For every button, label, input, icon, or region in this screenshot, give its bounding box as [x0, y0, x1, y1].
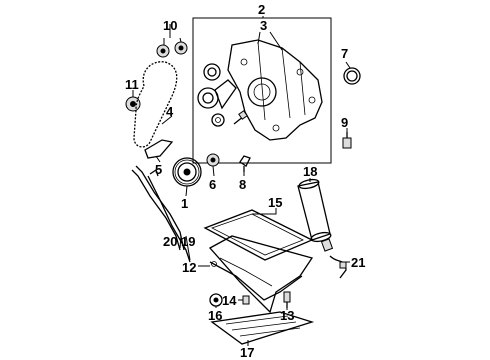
callout-2: 2	[258, 2, 265, 17]
dipstick	[147, 168, 191, 263]
stud	[242, 295, 250, 305]
crankshaft-pulley	[172, 157, 202, 187]
oil-pan	[208, 235, 314, 314]
callout-12: 12	[182, 260, 196, 275]
sensor	[239, 155, 251, 172]
belt-tensioner	[197, 79, 237, 127]
oil-pan-gasket	[203, 209, 314, 261]
callout-17: 17	[240, 345, 254, 360]
chain-guide	[144, 139, 174, 159]
callout-11: 11	[125, 77, 139, 92]
timing-chain	[133, 61, 178, 148]
callout-21: 21	[351, 255, 365, 270]
cover-bolt	[233, 110, 248, 125]
callout-7: 7	[341, 46, 348, 61]
callout-9: 9	[341, 115, 348, 130]
idler-pulley	[203, 63, 221, 81]
leader-lines	[132, 16, 351, 346]
front-seal	[206, 153, 220, 167]
callout-13: 13	[280, 308, 294, 323]
bolt	[342, 132, 352, 149]
callout-15: 15	[268, 195, 282, 210]
callout-10: 10	[163, 18, 177, 33]
rear-seal-ring	[343, 67, 361, 85]
camshaft-sprockets	[156, 41, 188, 58]
timing-cover-group-frame	[192, 17, 332, 164]
callout-16: 16	[208, 308, 222, 323]
callout-8: 8	[239, 177, 246, 192]
callout-1: 1	[181, 196, 188, 211]
crankshaft-sprocket	[125, 96, 141, 112]
drain-plug	[209, 293, 223, 307]
oil-filter	[297, 178, 332, 243]
oil-level-sensor	[320, 238, 347, 279]
callout-18: 18	[303, 164, 317, 179]
callout-14: 14	[222, 293, 237, 308]
splash-shield	[210, 311, 315, 345]
timing-cover	[227, 39, 323, 141]
callout-4: 4	[166, 104, 174, 119]
callout-6: 6	[209, 177, 216, 192]
callout-3: 3	[260, 18, 267, 33]
callout-20: 20	[163, 234, 177, 249]
callout-19: 19	[181, 234, 195, 249]
callout-5: 5	[155, 162, 162, 177]
pan-bolt	[283, 291, 291, 308]
